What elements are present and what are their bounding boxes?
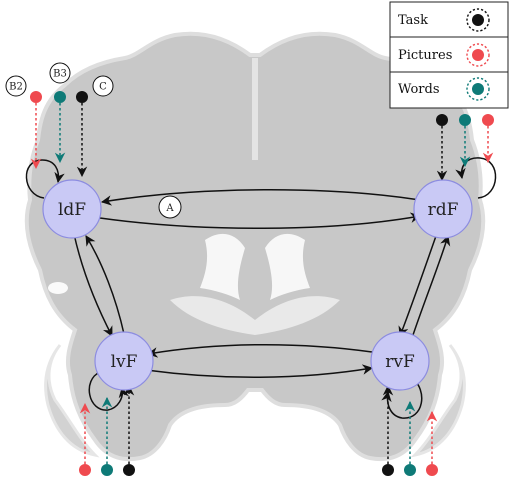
input-pictures-lvf	[79, 464, 91, 476]
legend-pictures-marker-ring	[466, 43, 490, 67]
label-b2-circle	[5, 75, 27, 97]
input-words-lvf	[101, 464, 113, 476]
legend-task-marker-ring	[466, 8, 490, 32]
input-task-rvf	[382, 464, 394, 476]
edge-lvf-to-rvf	[145, 364, 374, 378]
node-rvf: rvF	[370, 331, 430, 391]
node-lvf-label: lvF	[111, 352, 138, 372]
input-task-lvf	[123, 464, 135, 476]
legend-task-marker	[472, 14, 484, 26]
edge-label-a: A	[158, 195, 182, 219]
inputs-rdf	[436, 114, 494, 182]
edge-rdf-to-ldf	[100, 189, 421, 206]
node-rdf: rdF	[413, 179, 473, 239]
edge-rvf-to-lvf	[146, 344, 373, 358]
label-c: C	[99, 82, 107, 93]
input-pictures-rdf	[482, 114, 494, 126]
label-b2: B2	[9, 82, 23, 93]
connections	[25, 157, 497, 419]
node-lvf: lvF	[94, 331, 154, 391]
input-words-ldf	[54, 91, 66, 103]
node-rvf-label: rvF	[385, 352, 415, 372]
self-loop-lvf	[88, 371, 129, 411]
label-b3-circle	[49, 62, 71, 84]
self-loop-rdf	[455, 157, 497, 199]
label-b3: B3	[53, 69, 67, 80]
input-pictures-ldf	[30, 91, 42, 103]
inputs-ldf: B2 B3 C	[5, 62, 114, 178]
legend-label-task: Task	[398, 13, 428, 28]
input-task-rdf	[436, 114, 448, 126]
legend-pictures-marker	[472, 49, 484, 61]
edge-ldf-to-rdf	[99, 212, 422, 229]
legend-words-marker	[472, 83, 484, 95]
input-pictures-rvf	[426, 464, 438, 476]
legend-words-marker-ring	[466, 77, 490, 101]
self-loop-ldf	[25, 159, 65, 199]
edge-ldf-to-lvf	[73, 233, 113, 337]
inputs-lvf	[79, 384, 135, 476]
edge-rvf-to-rdf	[411, 234, 451, 339]
input-task-ldf	[76, 91, 88, 103]
input-words-rdf	[459, 114, 471, 126]
label-c-circle	[92, 75, 114, 97]
legend: Task Pictures Words	[389, 1, 509, 109]
input-words-rvf	[404, 464, 416, 476]
edge-lvf-to-ldf	[85, 235, 125, 335]
node-rdf-label: rdF	[428, 200, 459, 220]
inputs-rvf	[382, 384, 438, 476]
svg-text:A: A	[165, 203, 174, 214]
node-ldf-label: ldF	[58, 200, 86, 220]
node-ldf: ldF	[42, 179, 102, 239]
legend-label-pictures: Pictures	[398, 48, 452, 63]
edge-rdf-to-rvf	[398, 235, 437, 337]
legend-label-words: Words	[398, 82, 440, 97]
